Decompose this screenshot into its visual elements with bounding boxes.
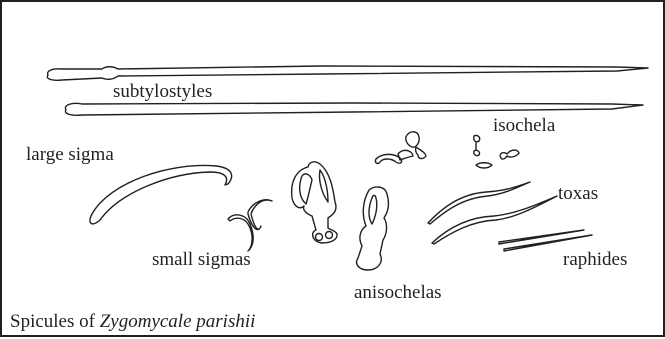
anisochela-2-inner bbox=[369, 195, 377, 224]
isochela-5 bbox=[500, 150, 519, 159]
label-raphides: raphides bbox=[563, 250, 627, 269]
raphide-1 bbox=[499, 230, 584, 244]
isochela-3 bbox=[474, 135, 480, 155]
isochela-2 bbox=[406, 132, 419, 147]
caption-species: Zygomycale parishii bbox=[100, 311, 256, 332]
anisochela-1-knob-b bbox=[326, 232, 333, 239]
figure-caption: Spicules of Zygomycale parishii bbox=[10, 312, 255, 331]
label-isochela: isochela bbox=[493, 116, 555, 135]
subtylostyle-1 bbox=[47, 66, 648, 80]
anisochela-1 bbox=[292, 162, 337, 243]
caption-prefix: Spicules of bbox=[10, 311, 100, 332]
label-toxas: toxas bbox=[558, 184, 598, 203]
label-anisochelas: anisochelas bbox=[354, 283, 442, 302]
label-small-sigmas: small sigmas bbox=[152, 250, 251, 269]
anisochela-1-knob-a bbox=[316, 234, 323, 241]
label-large-sigma: large sigma bbox=[26, 145, 114, 164]
anisochela-1-inner bbox=[300, 174, 312, 204]
anisochela-2 bbox=[357, 187, 389, 270]
isochela-1-end bbox=[398, 150, 413, 160]
anisochela-1-tooth bbox=[319, 170, 328, 202]
label-subtylostyles: subtylostyles bbox=[113, 82, 212, 101]
subtylostyle-2 bbox=[65, 103, 643, 115]
isochela-1 bbox=[375, 154, 401, 163]
small-sigma-2 bbox=[248, 200, 272, 230]
isochela-2-stem bbox=[416, 147, 426, 159]
large-sigma bbox=[90, 165, 232, 223]
isochela-4 bbox=[476, 163, 492, 168]
